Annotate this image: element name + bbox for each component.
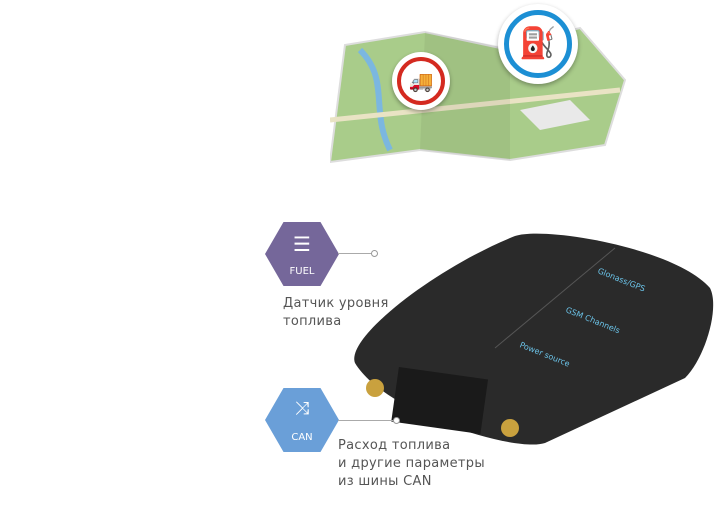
can-bus-badge: ⤨ CAN — [265, 388, 339, 452]
can-badge-label: CAN — [291, 432, 313, 443]
can-caption-line: и другие параметры — [338, 456, 485, 471]
can-caption: Расход топлива и другие параметры из шин… — [338, 437, 485, 491]
fuel-connector-dot — [371, 250, 378, 257]
fuel-connector-line — [338, 253, 372, 254]
tracker-device — [345, 228, 717, 448]
can-bus-icon: ⤨ — [294, 398, 310, 419]
fuel-pump-icon: ⛽ — [498, 4, 578, 84]
can-connector-line — [338, 420, 394, 421]
truck-refuel-icon: 🚚 — [392, 52, 450, 110]
fuel-caption-line: Датчик уровня — [283, 296, 389, 311]
can-caption-line: из шины CAN — [338, 474, 432, 489]
map-illustration — [328, 10, 630, 165]
fuel-sensor-icon: ☰ — [293, 232, 311, 256]
fuel-caption-line: топлива — [283, 314, 342, 329]
can-connector-dot — [393, 417, 400, 424]
can-caption-line: Расход топлива — [338, 438, 451, 453]
fuel-sensor-badge: ☰ FUEL — [265, 222, 339, 286]
fuel-badge-label: FUEL — [289, 266, 315, 277]
fuel-caption: Датчик уровня топлива — [283, 295, 389, 331]
